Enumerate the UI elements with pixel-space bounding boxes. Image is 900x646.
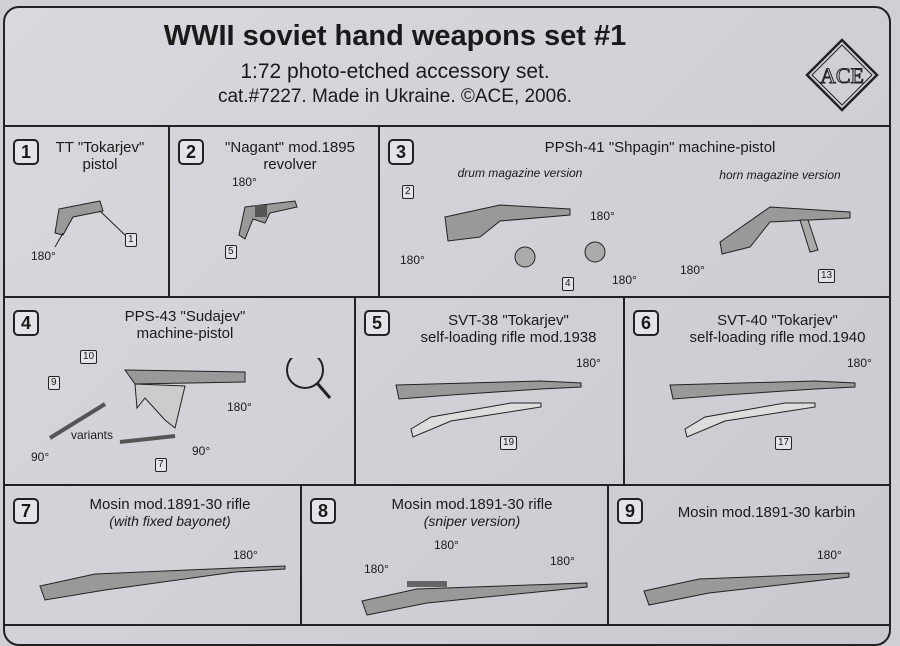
part-number: 13 — [818, 269, 836, 283]
svt40-drawing — [669, 380, 856, 438]
item-number: 1 — [13, 139, 39, 165]
part-number: 17 — [775, 436, 793, 450]
angle-label: 180° — [233, 548, 258, 562]
item-title: Mosin mod.1891-30 rifle(sniper version) — [391, 496, 553, 529]
angle-label: 180° — [232, 175, 257, 189]
item-6-panel: 6 SVT-40 "Tokarjev"self-loading rifle mo… — [625, 298, 890, 486]
part-number: 19 — [500, 436, 518, 450]
part-number: 7 — [155, 458, 167, 472]
part-number: 1 — [125, 233, 137, 247]
item-number: 6 — [633, 310, 659, 336]
angle-label: 180° — [227, 400, 252, 414]
item-5-panel: 5 SVT-38 "Tokarjev"self-loading rifle mo… — [356, 298, 625, 486]
item-3-panel: 3 PPSh-41 "Shpagin" machine-pistol drum … — [380, 125, 890, 298]
item-title: Mosin mod.1891-30 karbin — [677, 504, 856, 521]
angle-label: 180° — [847, 356, 872, 370]
angle-label: 90° — [31, 450, 50, 464]
ace-logo: ACE — [805, 38, 879, 112]
pistol-drawing — [54, 200, 126, 248]
item-number: 2 — [178, 139, 204, 165]
item-number: 8 — [310, 498, 336, 524]
part-number: 10 — [80, 350, 98, 364]
item-title: PPS-43 "Sudajev"machine-pistol — [124, 308, 246, 342]
variants-label: variants — [71, 428, 114, 442]
item-title: TT "Tokarjev"pistol — [55, 139, 145, 173]
mosin-bayonet-drawing — [39, 565, 286, 601]
variant-label: horn magazine version — [719, 168, 841, 182]
item-9-panel: 9 Mosin mod.1891-30 karbin 180° — [609, 486, 890, 626]
item-number: 9 — [617, 498, 643, 524]
item-number: 3 — [388, 139, 414, 165]
angle-label: 90° — [192, 444, 211, 458]
item-title: PPSh-41 "Shpagin" machine-pistol — [544, 139, 776, 156]
item-8-panel: 8 Mosin mod.1891-30 rifle(sniper version… — [302, 486, 609, 626]
pps43-drawing — [48, 358, 332, 444]
angle-label: 180° — [550, 554, 575, 568]
part-number: 5 — [225, 245, 237, 259]
item-number: 4 — [13, 310, 39, 336]
part-number: 9 — [48, 376, 60, 390]
item-1-panel: 1 TT "Tokarjev"pistol 1 180° — [5, 125, 170, 298]
item-4-panel: 4 PPS-43 "Sudajev"machine-pistol 10 9 18… — [5, 298, 356, 486]
svg-text:ACE: ACE — [820, 63, 864, 88]
part-number: 4 — [562, 277, 574, 291]
angle-label: 180° — [434, 538, 459, 552]
part-number: 2 — [402, 185, 414, 199]
svt38-drawing — [395, 380, 582, 438]
angle-label: 180° — [31, 249, 56, 263]
item-7-panel: 7 Mosin mod.1891-30 rifle(with fixed bay… — [5, 486, 302, 626]
ppsh-horn-drawing — [719, 206, 851, 255]
item-title: SVT-38 "Tokarjev"self-loading rifle mod.… — [420, 312, 597, 346]
item-number: 5 — [364, 310, 390, 336]
variant-label: drum magazine version — [457, 166, 583, 180]
mosin-karbin-drawing — [643, 572, 850, 606]
angle-label: 180° — [576, 356, 601, 370]
angle-label: 180° — [817, 548, 842, 562]
angle-label: 180° — [612, 273, 637, 287]
catalog-line: cat.#7227. Made in Ukraine. ©ACE, 2006. — [217, 86, 573, 107]
angle-label: 180° — [680, 263, 705, 277]
sheet-subtitle: 1:72 photo-etched accessory set. — [240, 60, 550, 83]
sheet-title: WWII soviet hand weapons set #1 — [163, 20, 627, 52]
instruction-sheet — [3, 6, 891, 646]
angle-label: 180° — [364, 562, 389, 576]
item-title: SVT-40 "Tokarjev"self-loading rifle mod.… — [689, 312, 866, 346]
angle-label: 180° — [590, 209, 615, 223]
angle-label: 180° — [400, 253, 425, 267]
ppsh-drum-drawing — [444, 204, 606, 268]
item-title: Mosin mod.1891-30 rifle(with fixed bayon… — [89, 496, 251, 529]
mosin-sniper-drawing — [361, 581, 588, 616]
item-number: 7 — [13, 498, 39, 524]
revolver-drawing — [238, 200, 298, 240]
